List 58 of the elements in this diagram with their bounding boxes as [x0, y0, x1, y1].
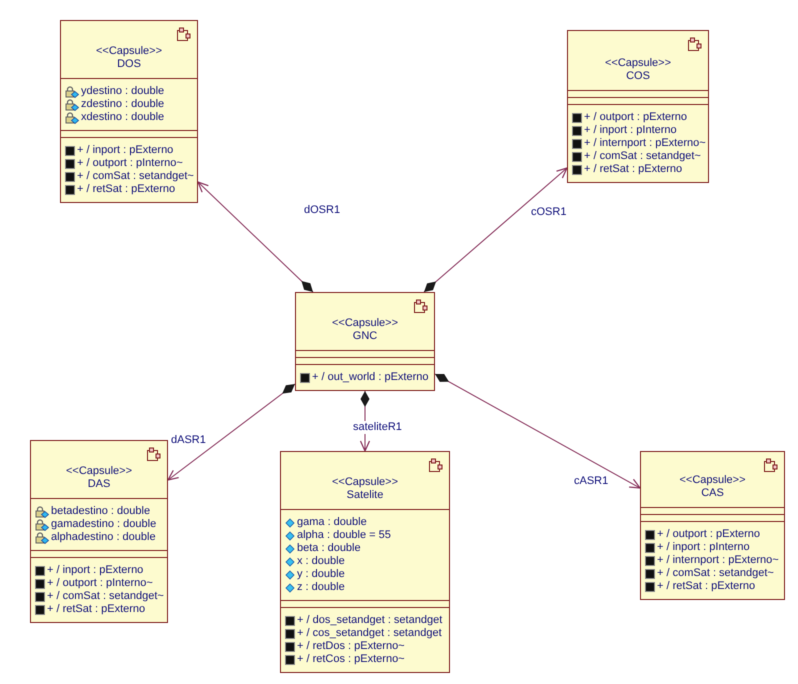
attribute-text: ydestino : double	[81, 85, 164, 98]
composition-arrow	[424, 167, 568, 292]
port-text: + / retSat : pExterno	[657, 580, 756, 593]
class-name: DAS	[88, 478, 110, 491]
composition-arrow	[167, 384, 296, 481]
stereotype-label: <<Capsule>>	[604, 57, 672, 70]
port-text: + / comSat : setandget~	[584, 150, 701, 163]
port-text: + / inport : pInterno	[584, 124, 677, 137]
port-text: + / outport : pExterno	[584, 111, 688, 124]
capsule-box	[295, 292, 435, 391]
port-text: + / retCos : pExterno~	[297, 653, 405, 666]
port-text: + / dos_setandget : setandget	[297, 614, 442, 627]
port-text: + / outport : pInterno~	[47, 577, 153, 590]
capsule-box	[567, 30, 709, 183]
attribute-text: betadestino : double	[51, 505, 150, 518]
attribute-text: z : double	[297, 581, 345, 594]
port-text: + / retSat : pExterno	[47, 603, 146, 616]
port-text: + / internport : pExterno~	[584, 137, 706, 150]
attribute-text: alpha : double = 55	[297, 529, 391, 542]
attribute-text: alphadestino : double	[51, 531, 156, 544]
port-text: + / retDos : pExterno~	[297, 640, 405, 653]
port-text: + / retSat : pExterno	[584, 163, 682, 176]
port-text: + / inport : pExterno	[77, 144, 174, 157]
composition-arrow	[197, 181, 314, 292]
class-name: GNC	[352, 330, 378, 343]
port-text: + / out_world : pExterno	[312, 371, 428, 384]
stereotype-label: <<Capsule>>	[332, 317, 398, 330]
attribute-text: beta : double	[297, 542, 361, 555]
capsule-box	[30, 440, 168, 623]
capsule-box	[280, 451, 450, 673]
port-text: + / comSat : setandget~	[657, 567, 774, 580]
edge-label: sateliteR1	[352, 421, 403, 434]
port-text: + / retSat : pExterno	[77, 183, 176, 196]
port-text: + / inport : pInterno	[657, 541, 750, 554]
stereotype-label: <<Capsule>>	[332, 476, 398, 489]
port-text: + / outport : pInterno~	[77, 157, 183, 170]
capsule-box	[640, 451, 785, 600]
attribute-text: x : double	[297, 555, 345, 568]
stereotype-label: <<Capsule>>	[96, 45, 162, 58]
class-name: DOS	[117, 58, 141, 71]
class-name: COS	[626, 70, 650, 83]
port-text: + / inport : pExterno	[47, 564, 144, 577]
attribute-text: gamadestino : double	[51, 518, 156, 531]
attribute-text: zdestino : double	[81, 98, 164, 111]
class-name: Satelite	[346, 489, 384, 502]
port-text: + / internport : pExterno~	[657, 554, 779, 567]
port-text: + / comSat : setandget~	[77, 170, 194, 183]
stereotype-label: <<Capsule>>	[66, 465, 132, 478]
stereotype-label: <<Capsule>>	[679, 474, 746, 487]
attribute-text: xdestino : double	[81, 111, 164, 124]
composition-arrow	[434, 374, 641, 489]
port-text: + / cos_setandget : setandget	[297, 627, 442, 640]
attribute-text: gama : double	[297, 516, 367, 529]
class-name: CAS	[701, 487, 724, 500]
attribute-text: y : double	[297, 568, 345, 581]
capsule-box	[60, 20, 198, 203]
port-text: + / outport : pExterno	[657, 528, 760, 541]
port-text: + / comSat : setandget~	[47, 590, 164, 603]
